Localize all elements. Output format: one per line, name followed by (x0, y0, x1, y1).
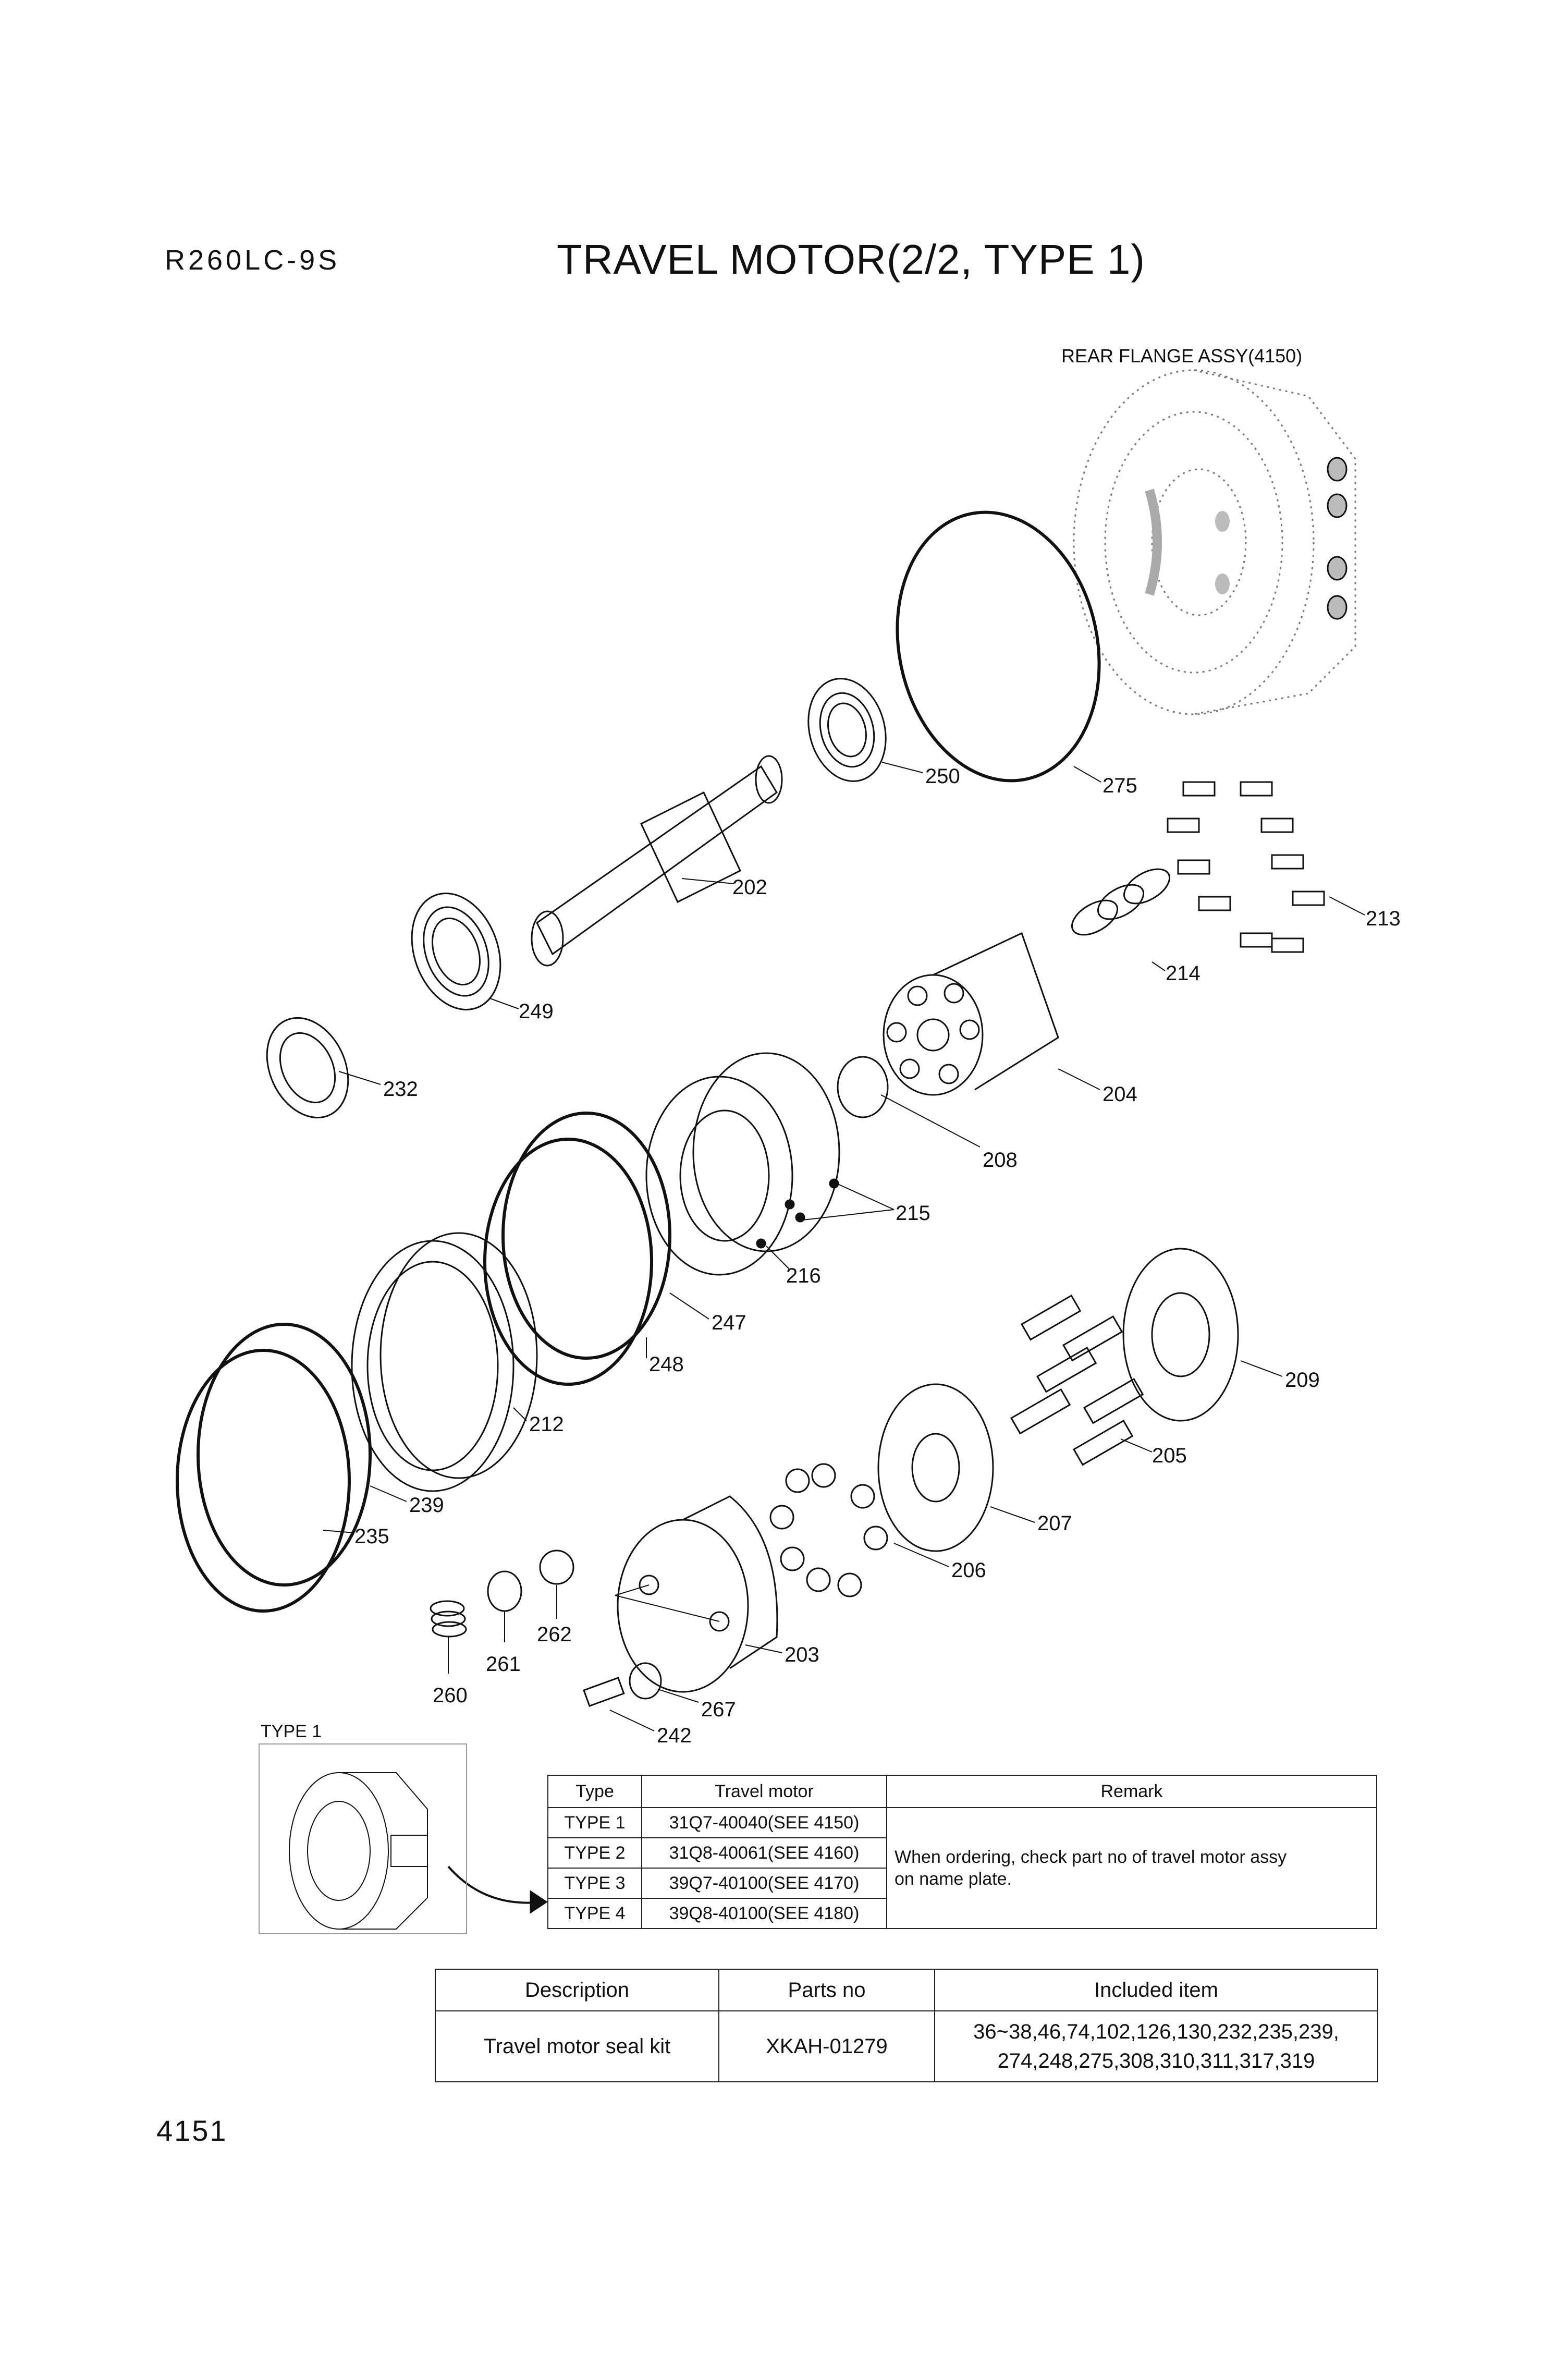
callout-261: 261 (486, 1653, 521, 1676)
col-type: Type (547, 1775, 642, 1808)
callout-242: 242 (657, 1724, 692, 1747)
callout-203: 203 (785, 1643, 819, 1666)
type-cell: TYPE 3 (547, 1868, 642, 1899)
callout-250: 250 (925, 765, 960, 788)
callout-216: 216 (786, 1264, 821, 1287)
included-line-2: 274,248,275,308,310,311,317,319 (997, 2049, 1315, 2072)
motor-cell: 31Q8-40061(SEE 4160) (641, 1837, 887, 1869)
col-description: Description (435, 1969, 719, 2011)
callout-248: 248 (649, 1353, 684, 1376)
type-cell: TYPE 2 (547, 1837, 642, 1869)
model-number: R260LC-9S (165, 245, 340, 276)
col-parts-no: Parts no (718, 1969, 935, 2011)
callout-232: 232 (383, 1078, 418, 1101)
part-202-shaft (531, 755, 783, 967)
type-table: Type Travel motor Remark TYPE 1 31Q7-400… (547, 1775, 1377, 1929)
part-262-ball (539, 1550, 574, 1585)
part-275-o-ring (896, 510, 1101, 783)
part-215-216-rings (645, 1052, 840, 1276)
callout-239: 239 (409, 1494, 444, 1517)
part-208 (837, 1056, 889, 1118)
col-travel-motor: Travel motor (641, 1775, 887, 1808)
type-cell: TYPE 1 (547, 1807, 642, 1838)
page-number: 4151 (156, 2114, 228, 2147)
remark-cell: When ordering, check part no of travel m… (886, 1807, 1377, 1929)
callout-206: 206 (951, 1559, 986, 1582)
col-remark: Remark (886, 1775, 1377, 1808)
kit-table-header: Description Parts no Included item (435, 1969, 1378, 2011)
part-207-retainer-plate (877, 1383, 994, 1552)
col-included-item: Included item (934, 1969, 1378, 2011)
part-205-pistons (1010, 1294, 1144, 1466)
callout-214: 214 (1166, 962, 1200, 985)
part-247-ring (501, 1112, 671, 1360)
callout-262: 262 (537, 1623, 572, 1646)
table-row: Travel motor seal kit XKAH-01279 36~38,4… (435, 2010, 1378, 2082)
type-table-header: Type Travel motor Remark (547, 1775, 1377, 1808)
part-204-cylinder-block (883, 932, 1059, 1096)
table-row: TYPE 2 31Q8-40061(SEE 4160) (547, 1837, 1377, 1869)
remark-line-1: When ordering, check part no of travel m… (895, 1847, 1287, 1867)
callout-209: 209 (1285, 1369, 1320, 1392)
inset-arrow (447, 1865, 543, 1904)
type1-motor-thumbnail (289, 1772, 428, 1930)
callout-275: 275 (1102, 774, 1137, 797)
callout-204: 204 (1102, 1083, 1137, 1106)
part-235-ring (176, 1349, 351, 1613)
part-212-ring (351, 1232, 538, 1492)
callout-207: 207 (1037, 1512, 1072, 1535)
table-row: TYPE 3 39Q7-40100(SEE 4170) (547, 1868, 1377, 1899)
page-title: TRAVEL MOTOR(2/2, TYPE 1) (557, 236, 1145, 283)
callout-202: 202 (732, 876, 767, 899)
arrow-head-icon (530, 1890, 548, 1914)
part-249-bearing (411, 893, 501, 1010)
part-242-plug (583, 1677, 625, 1707)
part-261 (487, 1570, 522, 1612)
part-260-spring (430, 1600, 467, 1638)
part-203-housing (617, 1495, 778, 1693)
kit-included-items: 36~38,46,74,102,126,130,232,235,239, 274… (934, 2010, 1378, 2082)
callout-247: 247 (712, 1311, 746, 1334)
included-line-1: 36~38,46,74,102,126,130,232,235,239, (973, 2020, 1339, 2043)
remark-line-2: on name plate. (895, 1869, 1012, 1889)
callout-205: 205 (1152, 1444, 1187, 1467)
table-row: TYPE 1 31Q7-40040(SEE 4150) When orderin… (547, 1807, 1377, 1929)
seal-kit-table: Description Parts no Included item Trave… (435, 1969, 1378, 2082)
part-239-ring (197, 1323, 372, 1587)
part-206-shoes (769, 1463, 888, 1597)
callout-235: 235 (354, 1525, 389, 1548)
callout-249: 249 (519, 1000, 554, 1023)
type-cell: TYPE 4 (547, 1898, 642, 1929)
callout-212: 212 (529, 1413, 564, 1436)
motor-cell: 39Q8-40100(SEE 4180) (641, 1898, 887, 1929)
callout-267: 267 (701, 1698, 736, 1721)
part-248-ring (483, 1138, 653, 1386)
callout-208: 208 (983, 1149, 1018, 1172)
motor-cell: 39Q7-40100(SEE 4170) (641, 1868, 887, 1899)
rear-flange-assy (1073, 369, 1356, 715)
callout-215: 215 (896, 1202, 930, 1225)
type1-inset-frame (259, 1743, 467, 1934)
callout-213: 213 (1366, 907, 1401, 930)
part-267-washer (629, 1662, 662, 1700)
part-213-springs (1167, 781, 1325, 953)
part-214-spring (1071, 868, 1171, 936)
callout-260: 260 (433, 1684, 468, 1707)
motor-cell: 31Q7-40040(SEE 4150) (641, 1807, 887, 1838)
part-250-bearing (807, 678, 887, 782)
leader-lines (323, 762, 1365, 1731)
type1-label: TYPE 1 (261, 1722, 322, 1741)
kit-description: Travel motor seal kit (435, 2010, 719, 2082)
table-row: TYPE 4 39Q8-40100(SEE 4180) (547, 1898, 1377, 1929)
part-209-valve-plate (1122, 1248, 1239, 1422)
part-232-seal (266, 1017, 349, 1119)
rear-flange-label: REAR FLANGE ASSY(4150) (1061, 345, 1303, 367)
kit-parts-no: XKAH-01279 (718, 2010, 935, 2082)
